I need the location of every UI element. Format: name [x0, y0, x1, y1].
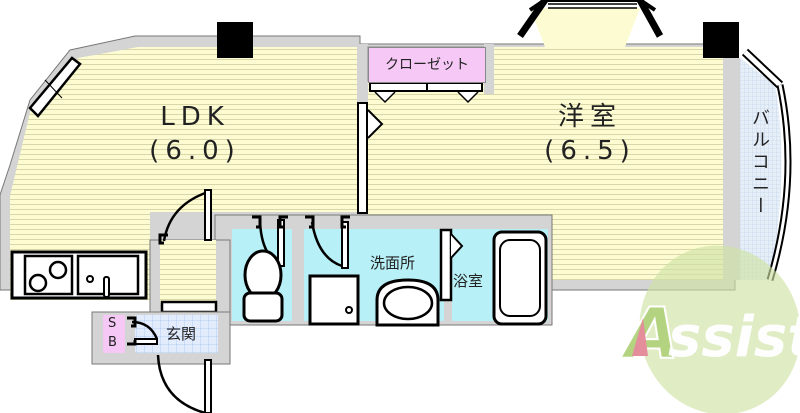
- column: [703, 22, 739, 58]
- washroom-label: 洗面所: [370, 254, 416, 272]
- svg-text:A: A: [620, 293, 679, 375]
- entrance-tile: [135, 315, 218, 353]
- bath-label: 浴室: [453, 272, 484, 290]
- column: [217, 22, 253, 58]
- ldk-size: (6.0): [149, 136, 241, 166]
- assist-watermark: A ssist: [619, 245, 800, 413]
- hallway-floor: [160, 240, 216, 303]
- ldk-name: LDK: [160, 102, 230, 132]
- closet-label: クローゼット: [368, 47, 486, 83]
- shoe-box-label-b: B: [108, 335, 117, 350]
- balcony-area: [740, 58, 782, 280]
- western-room-size: (6.5): [544, 136, 636, 166]
- shoe-box: [103, 315, 125, 353]
- ldk-floor: [10, 47, 357, 300]
- ldk-label: LDK (6.0): [140, 100, 250, 168]
- shoe-box-label-s: S: [108, 316, 117, 331]
- svg-text:ssist: ssist: [668, 305, 800, 370]
- balcony-label: バルコニー: [749, 108, 770, 218]
- western-room-name: 洋室: [557, 102, 622, 132]
- entrance-label: 玄関: [166, 325, 197, 343]
- western-room-label: 洋室 (6.5): [535, 100, 645, 168]
